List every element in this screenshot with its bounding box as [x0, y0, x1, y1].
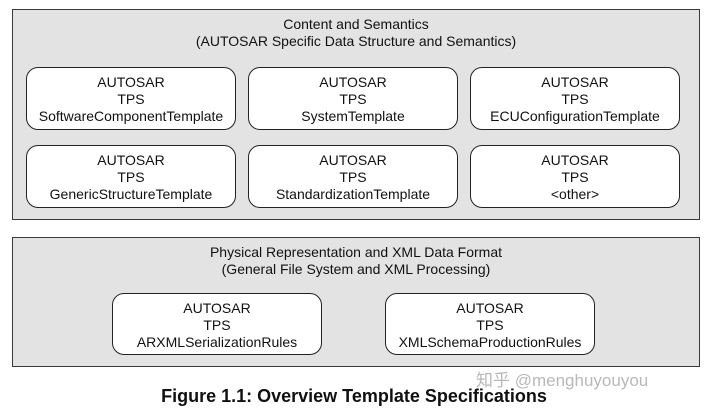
box-line-name: ARXMLSerializationRules	[136, 334, 298, 350]
box-line-tps: TPS	[117, 91, 145, 107]
box-line-autosar: AUTOSAR	[456, 300, 524, 316]
panel-subtitle: (AUTOSAR Specific Data Structure and Sem…	[195, 33, 517, 49]
box-line-autosar: AUTOSAR	[319, 152, 387, 168]
tps-box-standardization: AUTOSAR TPS StandardizationTemplate	[248, 145, 458, 208]
box-line-autosar: AUTOSAR	[183, 300, 251, 316]
box-line-name: StandardizationTemplate	[275, 186, 431, 202]
tps-box-arxml-serialization: AUTOSAR TPS ARXMLSerializationRules	[112, 293, 322, 355]
box-line-autosar: AUTOSAR	[541, 74, 609, 90]
content-semantics-panel: Content and Semantics (AUTOSAR Specific …	[12, 9, 700, 220]
tps-box-generic-structure: AUTOSAR TPS GenericStructureTemplate	[26, 145, 236, 208]
panel-title: Physical Representation and XML Data For…	[209, 244, 503, 260]
tps-box-other: AUTOSAR TPS <other>	[470, 145, 680, 208]
box-line-name: GenericStructureTemplate	[49, 186, 213, 202]
box-line-tps: TPS	[117, 169, 145, 185]
tps-box-software-component: AUTOSAR TPS SoftwareComponentTemplate	[26, 67, 236, 130]
box-line-autosar: AUTOSAR	[97, 152, 165, 168]
watermark: 知乎 @menghuyouyou	[476, 371, 649, 390]
box-line-name: SystemTemplate	[301, 108, 405, 124]
box-line-autosar: AUTOSAR	[319, 74, 387, 90]
box-line-tps: TPS	[476, 317, 504, 333]
tps-box-xml-schema-production: AUTOSAR TPS XMLSchemaProductionRules	[385, 293, 595, 355]
box-line-autosar: AUTOSAR	[541, 152, 609, 168]
box-line-name: ECUConfigurationTemplate	[490, 108, 660, 124]
panel-title: Content and Semantics	[283, 16, 429, 32]
box-line-tps: TPS	[339, 91, 367, 107]
box-line-tps: TPS	[561, 169, 589, 185]
box-line-autosar: AUTOSAR	[97, 74, 165, 90]
box-line-tps: TPS	[203, 317, 231, 333]
box-line-name: <other>	[550, 186, 600, 202]
figure-caption: Figure 1.1: Overview Template Specificat…	[161, 386, 547, 406]
box-line-tps: TPS	[561, 91, 589, 107]
box-line-name: XMLSchemaProductionRules	[398, 334, 582, 350]
tps-box-system: AUTOSAR TPS SystemTemplate	[248, 67, 458, 130]
box-line-name: SoftwareComponentTemplate	[38, 108, 224, 124]
tps-box-ecu-configuration: AUTOSAR TPS ECUConfigurationTemplate	[470, 67, 680, 130]
panel-subtitle: (General File System and XML Processing)	[221, 261, 491, 277]
physical-representation-panel: Physical Representation and XML Data For…	[12, 237, 700, 367]
box-line-tps: TPS	[339, 169, 367, 185]
